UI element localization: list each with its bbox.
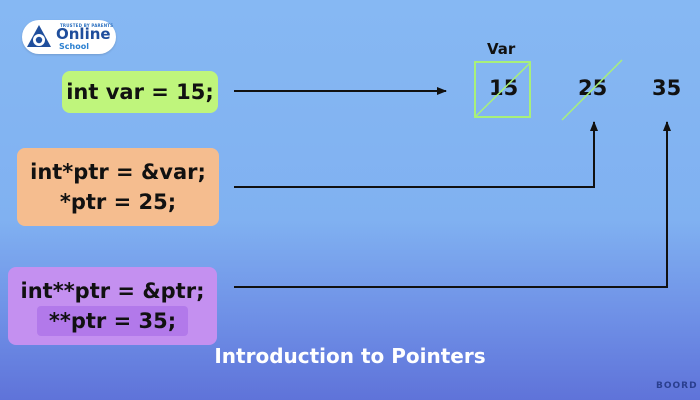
var-label: Var (487, 40, 516, 58)
value-35: 35 (652, 76, 682, 100)
code-line-double-pointer-deref: **ptr = 35; (36, 306, 189, 336)
code-line-pointer-assign: int*ptr = &var; (30, 160, 206, 184)
code-line-pointer-deref: *ptr = 25; (59, 190, 177, 214)
code-box-double-pointer: int**ptr = &ptr; **ptr = 35; (8, 267, 217, 345)
value-15: 15 (489, 76, 519, 100)
online-school-logo: TRUSTED BY PARENTS Online School (22, 20, 116, 54)
logo-online-text: Online (56, 25, 111, 43)
brand-watermark: BOORD (656, 381, 698, 391)
code-line-double-pointer-assign: int**ptr = &ptr; (20, 279, 205, 303)
code-box-declaration: int var = 15; (62, 71, 218, 113)
code-line-var-declaration: int var = 15; (66, 80, 214, 104)
value-25: 25 (578, 76, 608, 100)
logo-school-text: School (59, 42, 89, 51)
arrow-double-ptr-to-35 (234, 121, 671, 288)
logo-ring-icon (27, 25, 51, 47)
code-box-pointer: int*ptr = &var; *ptr = 25; (17, 148, 219, 226)
logo-tagline: TRUSTED BY PARENTS (60, 23, 114, 28)
diagram-caption: Introduction to Pointers (214, 344, 486, 368)
arrow-ptr-to-25 (234, 121, 598, 188)
